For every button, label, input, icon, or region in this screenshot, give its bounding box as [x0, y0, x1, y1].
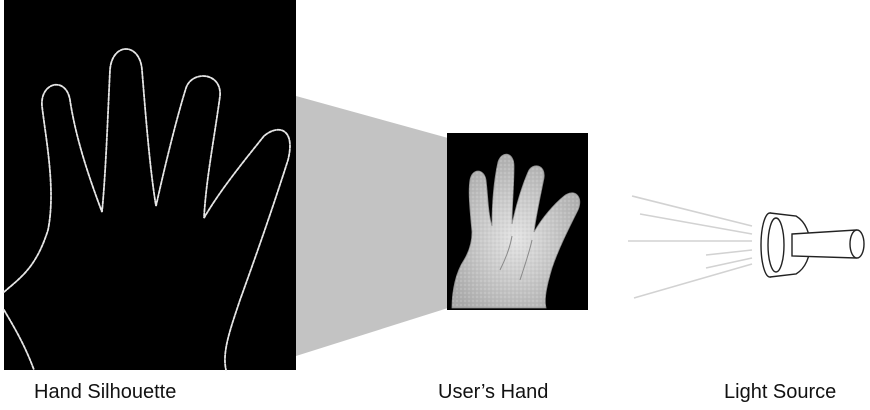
light-ray [632, 196, 752, 226]
flashlight-lens [768, 218, 784, 272]
flashlight-icon [761, 213, 864, 277]
light-rays [628, 196, 752, 298]
silhouette-panel [4, 0, 296, 370]
projection-cone [296, 96, 448, 356]
label-light-source: Light Source [724, 381, 836, 404]
label-hand-silhouette: Hand Silhouette [34, 381, 176, 404]
hand-photo [447, 133, 588, 310]
flashlight-barrel [792, 230, 856, 258]
label-users-hand: User’s Hand [438, 381, 548, 404]
flashlight-barrel-end [850, 230, 864, 258]
light-ray [706, 250, 752, 255]
light-ray [640, 214, 752, 234]
light-ray [634, 264, 752, 298]
silhouette-screen [4, 0, 296, 370]
